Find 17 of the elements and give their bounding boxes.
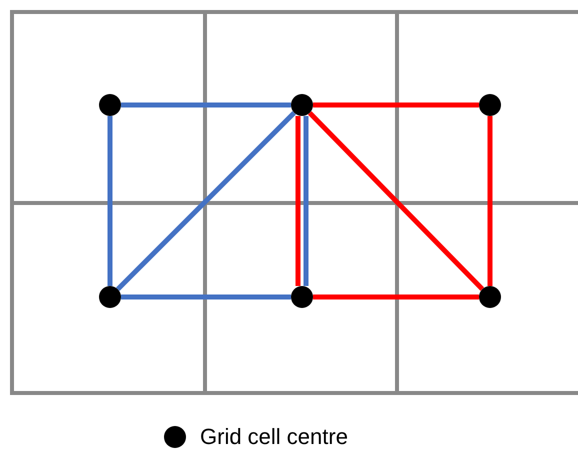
grid-centre-dot — [99, 94, 121, 116]
grid-centre-dot — [291, 94, 313, 116]
edge-line — [296, 116, 300, 286]
legend-label: Grid cell centre — [200, 424, 348, 450]
edge-line — [313, 294, 479, 300]
grid-centre-dot — [479, 286, 501, 308]
edge-line — [121, 294, 291, 300]
edge-line — [304, 116, 308, 286]
edge-line — [116, 111, 296, 291]
grid-centre-dot — [99, 286, 121, 308]
edge-line — [121, 102, 291, 108]
edge-line — [488, 116, 492, 286]
edge-line — [308, 111, 484, 291]
edge-line — [108, 116, 112, 286]
grid-centre-dot — [291, 286, 313, 308]
edge-line — [313, 102, 479, 108]
grid-centre-dot — [479, 94, 501, 116]
